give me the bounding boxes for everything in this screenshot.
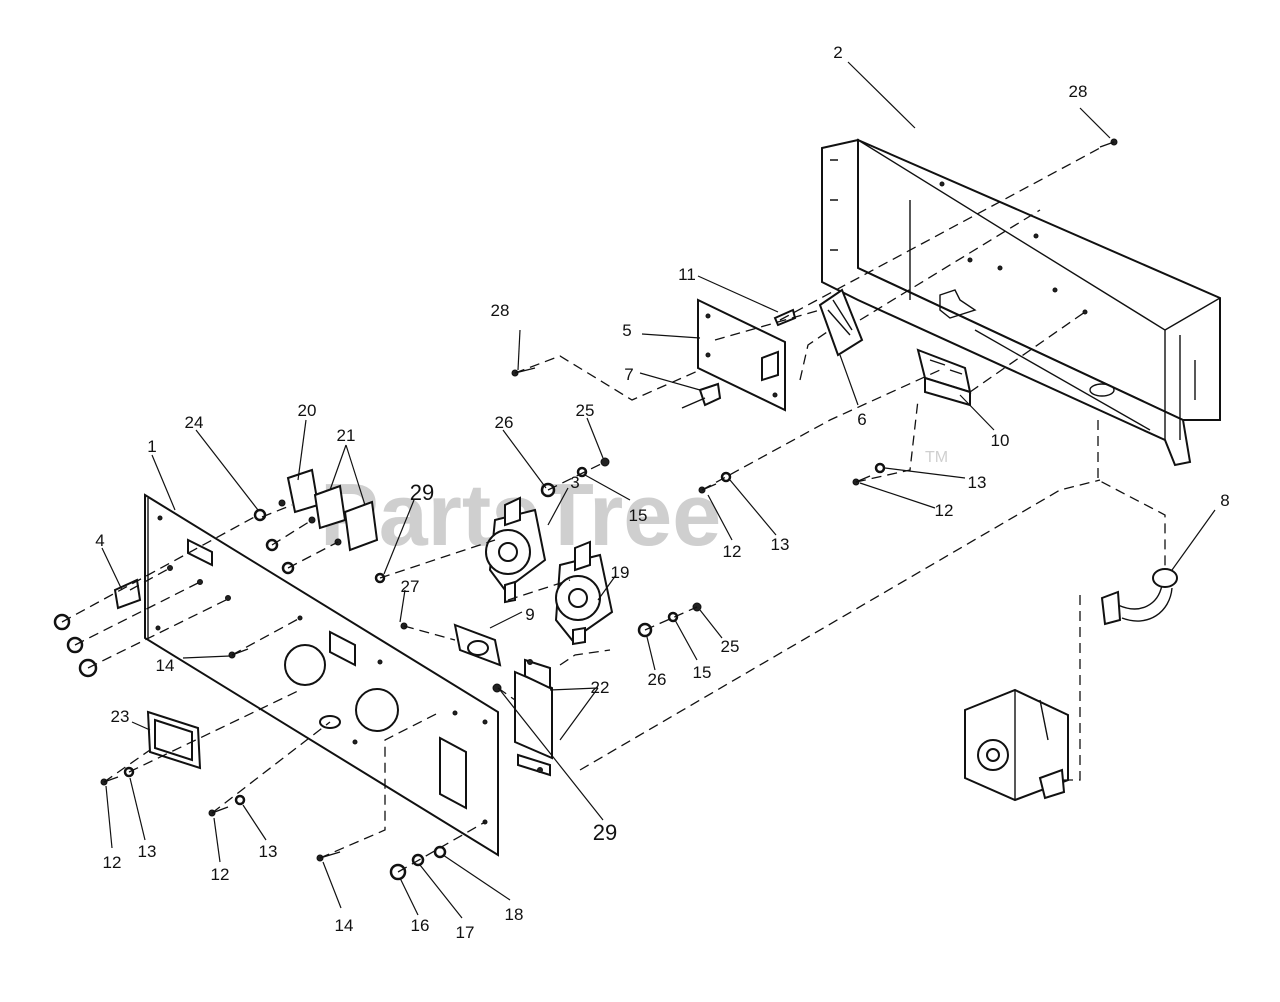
callout-22: 22 <box>591 678 610 697</box>
callout-8: 8 <box>1220 491 1229 510</box>
callout-18: 18 <box>505 905 524 924</box>
callout-15a: 15 <box>629 506 648 525</box>
callout-23: 23 <box>111 707 130 726</box>
callout-28a: 28 <box>491 301 510 320</box>
callout-12d: 12 <box>211 865 230 884</box>
callout-14a: 14 <box>156 656 175 675</box>
callout-26a: 26 <box>495 413 514 432</box>
starter-assembly <box>964 688 1069 802</box>
clip-7 <box>681 382 722 409</box>
callout-13a: 13 <box>771 535 790 554</box>
callout-19: 19 <box>611 563 630 582</box>
breaker-21a <box>308 484 347 530</box>
callout-29b: 29 <box>593 820 617 845</box>
callout-17: 17 <box>456 923 475 942</box>
callout-4: 4 <box>95 531 104 550</box>
connector-10 <box>916 348 972 407</box>
callout-21: 21 <box>337 426 356 445</box>
callout-14b: 14 <box>335 916 354 935</box>
callout-7: 7 <box>624 365 633 384</box>
module-22 <box>514 658 553 777</box>
callout-25a: 25 <box>576 401 595 420</box>
callout-13d: 13 <box>259 842 278 861</box>
callout-12a: 12 <box>723 542 742 561</box>
callout-16: 16 <box>411 916 430 935</box>
receptacle-9 <box>453 623 502 667</box>
callout-20: 20 <box>298 401 317 420</box>
callout-27: 27 <box>401 577 420 596</box>
callout-9: 9 <box>525 605 534 624</box>
callout-2: 2 <box>833 43 842 62</box>
outlet-23 <box>146 710 202 770</box>
receptacle-3 <box>485 496 547 604</box>
callout-11: 11 <box>678 265 696 284</box>
watermark-tm: TM <box>925 449 948 466</box>
callout-6: 6 <box>857 410 866 429</box>
switch-plate-5 <box>697 298 786 412</box>
harness-8 <box>1100 568 1178 626</box>
callout-12b: 12 <box>935 501 954 520</box>
bracket-6 <box>818 288 864 357</box>
receptacle-19 <box>554 540 614 646</box>
callout-25b: 25 <box>721 637 740 656</box>
switch-4 <box>113 578 142 610</box>
callout-24: 24 <box>185 413 204 432</box>
leader-lines <box>101 61 1216 919</box>
callout-26b: 26 <box>648 670 667 689</box>
callout-5: 5 <box>622 321 631 340</box>
rear-housing-box <box>821 138 1221 467</box>
front-control-panel <box>144 493 499 857</box>
callout-15b: 15 <box>693 663 712 682</box>
dashed-assembly-lines <box>61 147 1166 873</box>
callout-13c: 13 <box>138 842 157 861</box>
callout-29a: 29 <box>410 480 434 505</box>
callout-1: 1 <box>147 437 156 456</box>
fasteners <box>53 138 1118 881</box>
callout-28b: 28 <box>1069 82 1088 101</box>
callout-13b: 13 <box>968 473 987 492</box>
callout-10: 10 <box>991 431 1010 450</box>
callout-3: 3 <box>570 473 579 492</box>
callout-12c: 12 <box>103 853 122 872</box>
